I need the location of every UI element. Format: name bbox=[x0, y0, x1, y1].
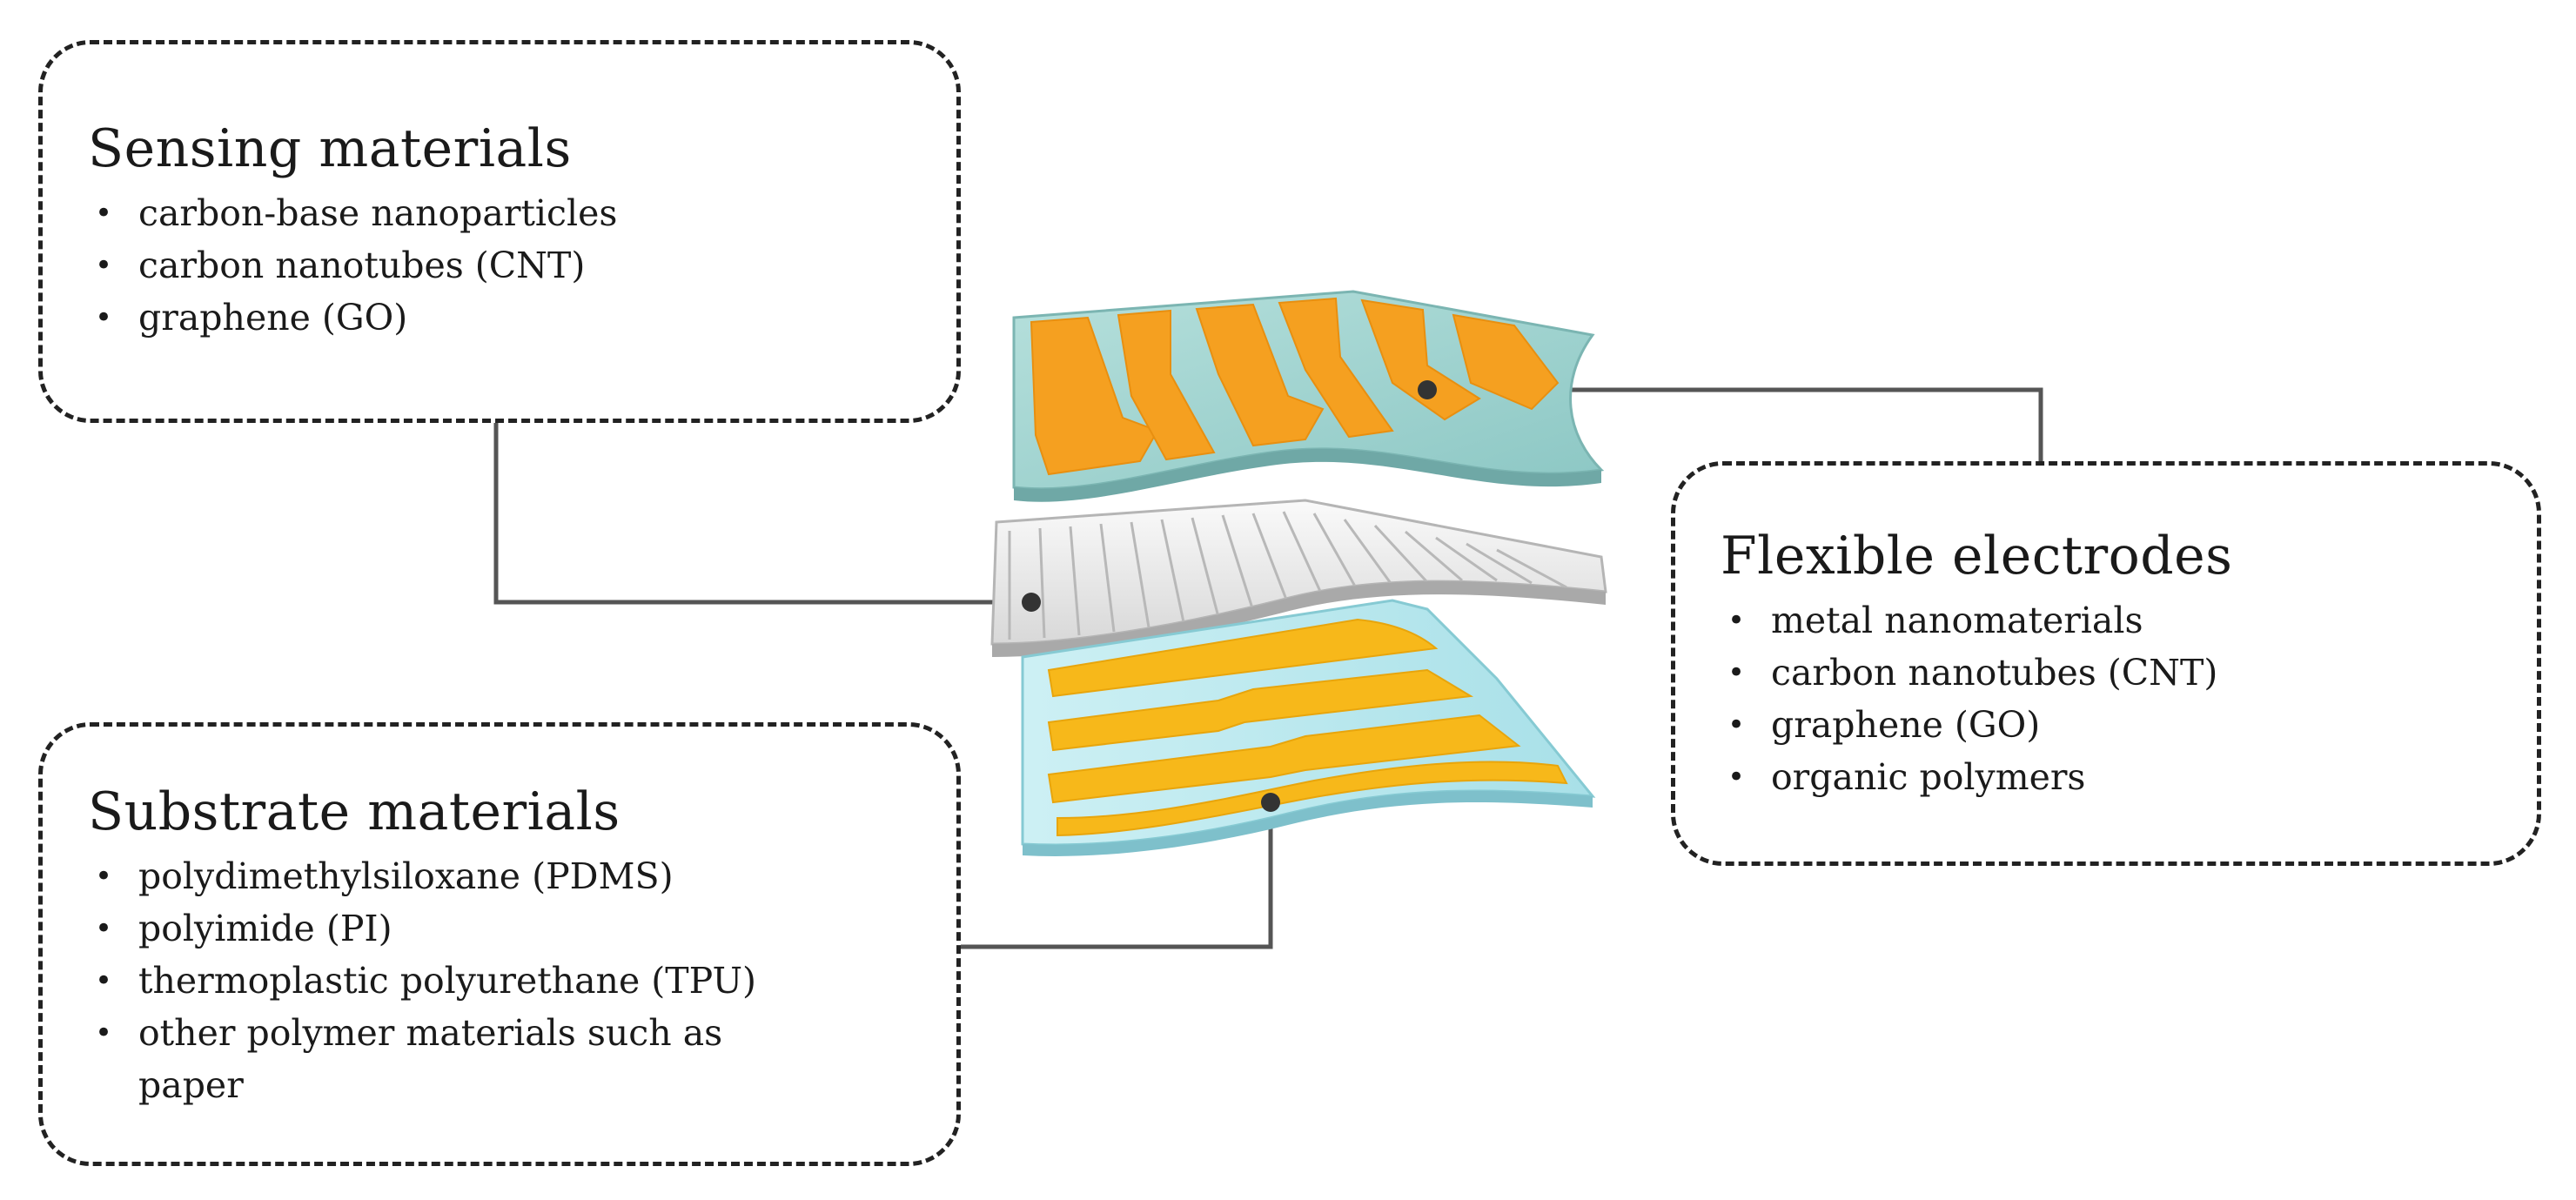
list-item: carbon-base nanoparticles bbox=[88, 187, 922, 239]
list-item: carbon nanotubes (CNT) bbox=[1721, 647, 2511, 699]
substrate-materials-title: Substrate materials bbox=[88, 781, 621, 842]
bottom-substrate-layer bbox=[1021, 599, 1596, 856]
connector-lines bbox=[493, 387, 2043, 949]
top-electrode-fingers bbox=[1030, 297, 1560, 476]
list-item: graphene (GO) bbox=[88, 292, 922, 344]
list-item: polydimethylsiloxane (PDMS) bbox=[88, 850, 922, 902]
list-item: organic polymers bbox=[1721, 751, 2511, 803]
sensing-materials-title: Sensing materials bbox=[88, 118, 572, 179]
list-item: carbon nanotubes (CNT) bbox=[88, 239, 922, 292]
flexible-electrodes-box: Flexible electrodes metal nanomaterials … bbox=[1671, 461, 2541, 866]
bottom-electrode-traces bbox=[1047, 618, 1568, 837]
flexible-electrodes-list: metal nanomaterials carbon nanotubes (CN… bbox=[1721, 594, 2511, 803]
substrate-materials-box: Substrate materials polydimethylsiloxane… bbox=[38, 722, 961, 1166]
connector-dot-substrate bbox=[1261, 793, 1280, 812]
top-film-edge bbox=[1014, 448, 1601, 502]
connector-sensing bbox=[493, 423, 1031, 605]
top-electrode-layer bbox=[1012, 290, 1605, 502]
flexible-electrodes-title: Flexible electrodes bbox=[1721, 526, 2233, 587]
substrate-materials-list: polydimethylsiloxane (PDMS) polyimide (P… bbox=[88, 850, 922, 1111]
connector-electrodes bbox=[1427, 387, 2043, 461]
connector-dot-sensing bbox=[1022, 593, 1041, 612]
list-item: metal nanomaterials bbox=[1721, 594, 2511, 647]
list-item: thermoplastic polyurethane (TPU) bbox=[88, 955, 922, 1007]
middle-ridges bbox=[1008, 511, 1567, 640]
list-item: other polymer materials such as paper bbox=[88, 1007, 800, 1111]
sensing-materials-list: carbon-base nanoparticles carbon nanotub… bbox=[88, 187, 922, 344]
bottom-film-edge bbox=[1023, 791, 1593, 856]
sensing-materials-box: Sensing materials carbon-base nanopartic… bbox=[38, 40, 961, 423]
list-item: graphene (GO) bbox=[1721, 699, 2511, 751]
connector-dot-electrodes bbox=[1418, 380, 1437, 399]
list-item: polyimide (PI) bbox=[88, 902, 922, 955]
connector-substrate bbox=[961, 802, 1273, 949]
